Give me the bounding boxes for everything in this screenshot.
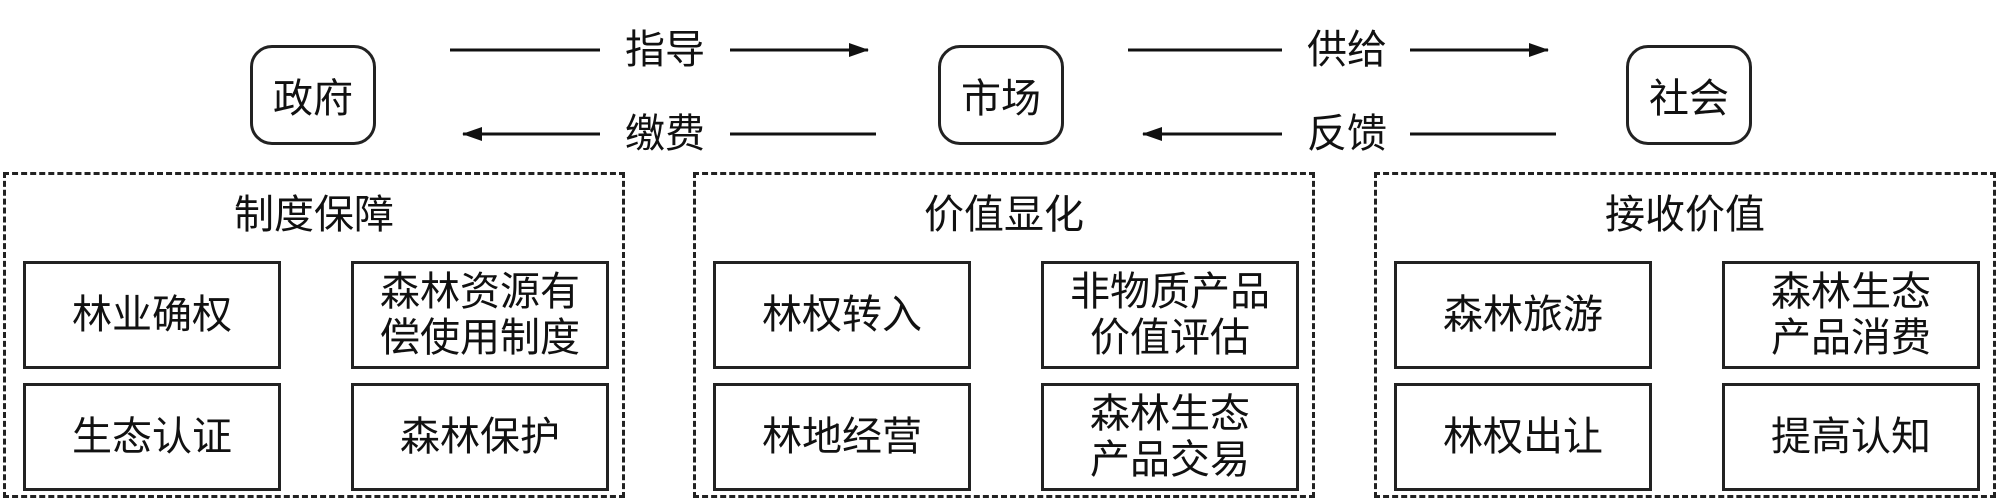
flow-label-pay: 缴费 [625,111,705,157]
group-item: 生态认证 [23,383,281,491]
group-item: 林权转入 [713,261,971,369]
flow-label-supply: 供给 [1307,27,1387,73]
actor-society: 社会 [1626,45,1752,145]
group-title: 接收价值 [1605,192,1765,238]
group-value-reception: 接收价值 森林旅游 森林生态 产品消费 林权出让 提高认知 [1374,172,1996,498]
group-title: 制度保障 [234,192,394,238]
group-item: 森林保护 [351,383,609,491]
group-institutional-guarantee: 制度保障 林业确权 森林资源有 偿使用制度 生态认证 森林保护 [3,172,625,498]
group-title: 价值显化 [924,192,1084,238]
group-item: 林权出让 [1394,383,1652,491]
group-item: 森林生态 产品消费 [1722,261,1980,369]
group-item: 森林资源有 偿使用制度 [351,261,609,369]
actor-government: 政府 [250,45,376,145]
group-item: 非物质产品 价值评估 [1041,261,1299,369]
flow-label-feedback: 反馈 [1307,111,1387,157]
group-item: 提高认知 [1722,383,1980,491]
group-value-manifestation: 价值显化 林权转入 非物质产品 价值评估 林地经营 森林生态 产品交易 [693,172,1315,498]
group-item: 林业确权 [23,261,281,369]
group-item: 森林旅游 [1394,261,1652,369]
flow-label-guide: 指导 [625,27,705,73]
actor-market: 市场 [938,45,1064,145]
group-item: 森林生态 产品交易 [1041,383,1299,491]
group-item: 林地经营 [713,383,971,491]
